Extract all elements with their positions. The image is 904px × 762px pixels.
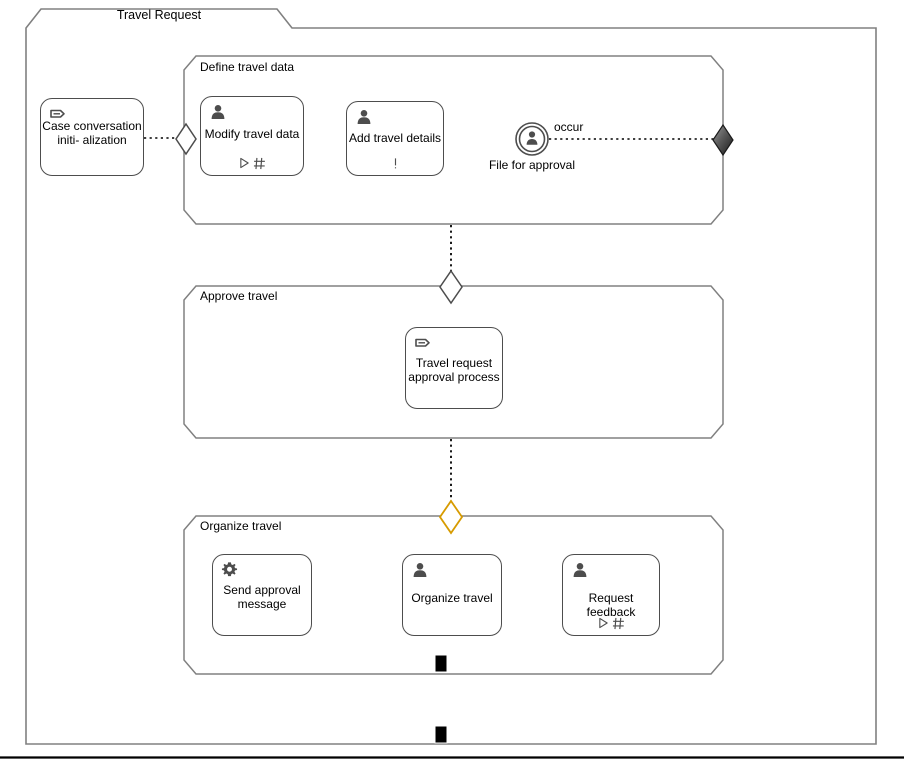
task-label-modify-travel-data: Modify travel data	[204, 127, 300, 141]
task-modify-travel-data[interactable]: Modify travel data	[200, 96, 304, 176]
sentry-exit-define-travel-data[interactable]	[712, 123, 734, 157]
stage-define-travel-data-border[interactable]	[183, 55, 724, 225]
connector-label-occur: occur	[554, 120, 584, 134]
process-task-icon	[49, 105, 67, 123]
exit-marker-case-plan[interactable]	[434, 725, 448, 744]
process-task-icon	[414, 334, 432, 352]
stage-title-organize-travel: Organize travel	[200, 519, 282, 533]
task-label-organize-travel: Organize travel	[411, 591, 493, 605]
required-icon	[392, 158, 399, 173]
task-label-add-travel-details: Add travel details	[348, 131, 442, 145]
task-label-send-approval-message: Send approval message	[223, 583, 301, 612]
task-case-conversation-initialization[interactable]: Case conversation initi- alization	[40, 98, 144, 176]
human-task-icon	[411, 561, 429, 579]
task-markers-add-travel-details	[347, 157, 443, 172]
manual-activation-icon	[239, 157, 250, 169]
task-add-travel-details[interactable]: Add travel details	[346, 101, 444, 176]
sentry-entry-modify-travel-data[interactable]	[175, 122, 197, 156]
event-file-for-approval[interactable]	[515, 122, 549, 156]
sentry-entry-organize-travel[interactable]	[438, 499, 464, 535]
task-label-request-feedback: Request feedback	[586, 591, 636, 620]
task-travel-request-approval-process[interactable]: Travel request approval process	[405, 327, 503, 409]
task-request-feedback[interactable]: Request feedback	[562, 554, 660, 636]
task-markers-request-feedback	[563, 617, 659, 632]
task-markers-modify-travel-data	[201, 157, 303, 172]
event-label-file-for-approval: File for approval	[488, 158, 576, 172]
manual-activation-icon	[598, 617, 609, 629]
human-task-icon	[209, 103, 227, 121]
stage-title-define-travel-data: Define travel data	[200, 60, 295, 74]
task-label-case-conversation-initialization: Case conversation initi- alization	[42, 119, 142, 148]
sentry-entry-approve-travel[interactable]	[439, 269, 463, 305]
human-task-icon	[355, 108, 373, 126]
human-task-icon	[571, 561, 589, 579]
user-event-listener-icon	[526, 131, 538, 145]
gear-icon	[221, 561, 239, 579]
task-label-travel-request-approval-process: Travel request approval process	[408, 356, 500, 385]
task-organize-travel[interactable]: Organize travel	[402, 554, 502, 636]
case-plan-model-title: Travel Request	[116, 8, 202, 22]
stage-title-approve-travel: Approve travel	[200, 289, 278, 303]
task-send-approval-message[interactable]: Send approval message	[212, 554, 312, 636]
repetition-icon	[253, 157, 266, 170]
exit-marker-organize-travel[interactable]	[434, 654, 448, 673]
repetition-icon	[612, 617, 625, 630]
